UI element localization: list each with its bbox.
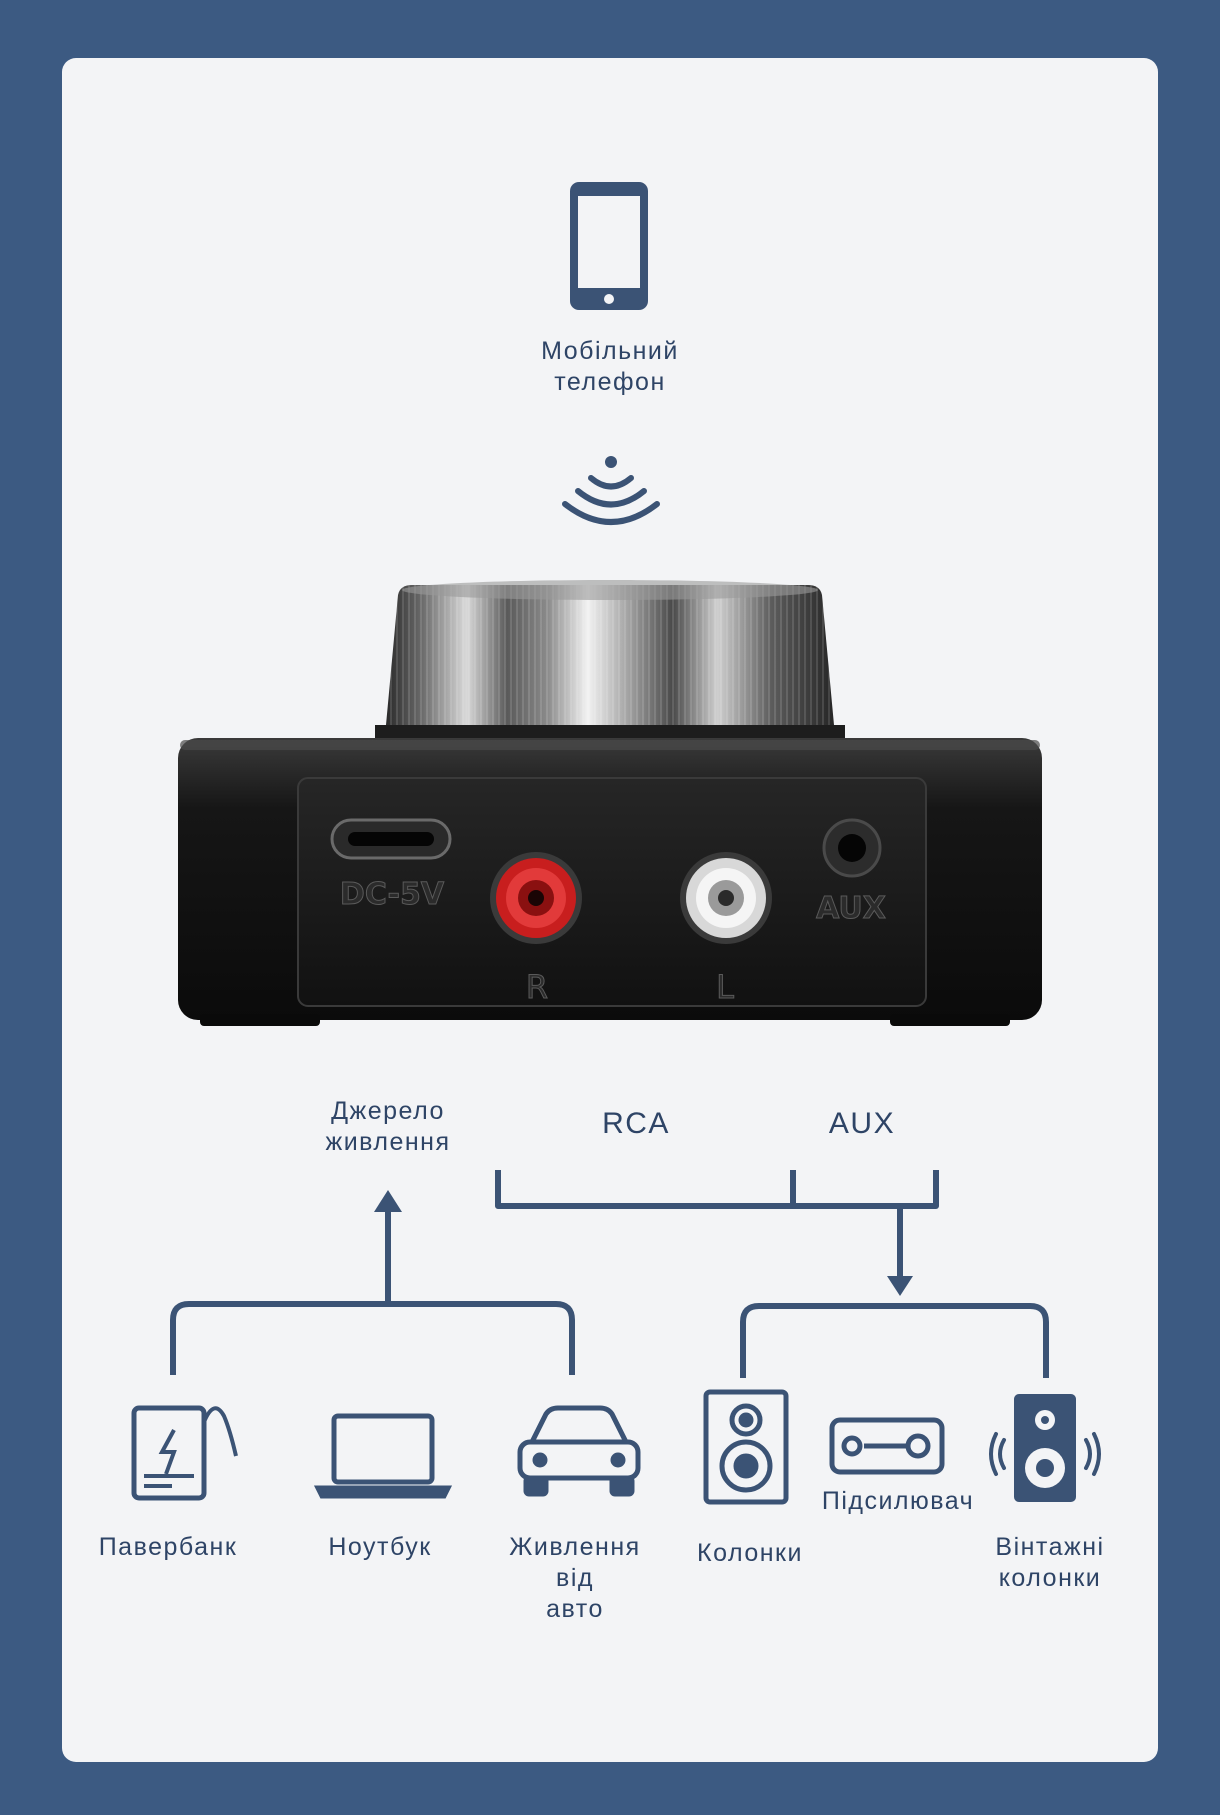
power-source-label-line1: Джерело: [331, 1097, 445, 1125]
car-power-label-line2: від: [556, 1564, 594, 1592]
r-label: R: [526, 968, 548, 1006]
car-power-label: Живлення від авто: [490, 1532, 660, 1625]
output-bracket: [495, 1170, 939, 1278]
wireless-signal-icon: [562, 456, 660, 525]
power-bank-icon: [131, 1405, 238, 1501]
output-distribution-line: [740, 1303, 1049, 1378]
amplifier-label: Підсилювач: [821, 1487, 975, 1515]
car-power-label-line3: авто: [546, 1595, 604, 1623]
amplifier-icon: [829, 1417, 945, 1475]
mobile-phone-icon: [570, 182, 648, 310]
power-bank-label: Павербанк: [98, 1533, 238, 1561]
power-source-label-line2: живлення: [325, 1128, 451, 1156]
volume-knob: [375, 580, 845, 745]
dc-5v-label: DC-5V: [340, 877, 445, 912]
rca-right-jack: [490, 852, 582, 944]
vintage-speakers-label-line1: Вінтажні: [995, 1533, 1105, 1561]
output-arrow: [887, 1276, 913, 1296]
l-label: L: [716, 968, 734, 1006]
receiver-device: [178, 738, 1042, 1026]
mobile-phone-label: Мобільний телефон: [510, 336, 710, 398]
dc-5v-port: [330, 818, 452, 860]
vintage-speakers-label: Вінтажні колонки: [970, 1532, 1130, 1594]
power-source-line: [170, 1301, 575, 1375]
speakers-label: Колонки: [697, 1539, 803, 1567]
laptop-label: Ноутбук: [328, 1533, 432, 1561]
mobile-phone-label-line1: Мобільний: [541, 337, 679, 365]
speaker-icon: [703, 1389, 789, 1505]
aux-output-label: AUX: [828, 1107, 896, 1140]
rca-output-label: RCA: [602, 1107, 670, 1140]
rca-left-jack: [680, 852, 772, 944]
vintage-speaker-icon: [989, 1394, 1101, 1502]
car-power-label-line1: Живлення: [509, 1533, 641, 1561]
vintage-speakers-label-line2: колонки: [998, 1564, 1102, 1592]
aux-device-label: AUX: [816, 891, 886, 926]
mobile-phone-label-line2: телефон: [554, 368, 666, 396]
car-icon: [517, 1405, 641, 1497]
laptop-icon: [313, 1413, 453, 1499]
power-arrow: [374, 1190, 402, 1212]
aux-jack: [822, 818, 882, 878]
power-source-label: Джерело живлення: [298, 1096, 478, 1158]
